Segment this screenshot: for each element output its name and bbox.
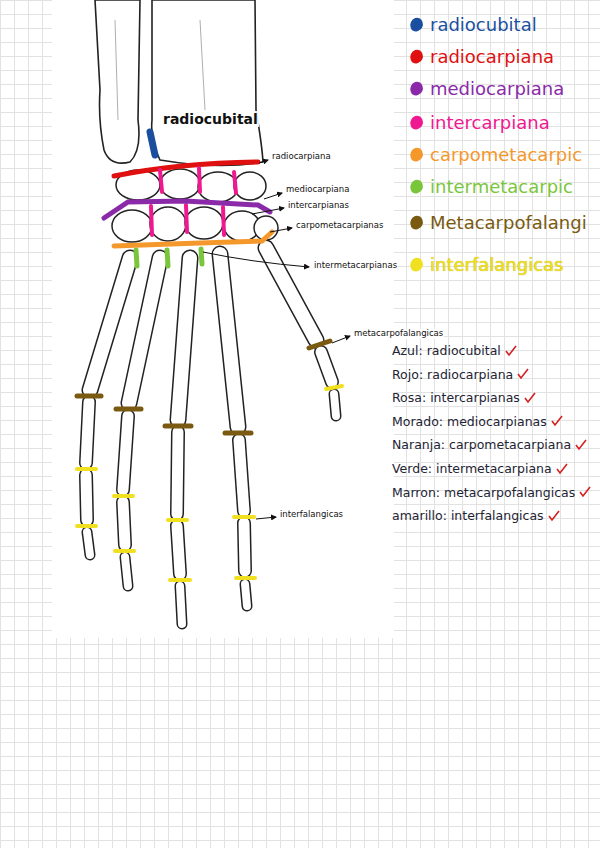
legend-swatch [408,16,425,33]
note-row: Marron: metacarpofalangicas [392,485,591,500]
note-text: Naranja: carpometacarpiana [392,437,571,452]
check-mark [524,392,536,404]
note-text: Verde: intermetacarpiana [392,461,552,476]
note-text: Morado: mediocarpianas [392,414,547,429]
note-row: Azul: radiocubital [392,343,517,358]
legend-row: intermetacarpic [410,176,573,197]
legend-text: Metacarpofalangi [430,212,587,233]
note-text: Rosa: intercarpianas [392,390,520,405]
note-text: Rojo: radiocarpiana [392,367,513,382]
legend-text: radiocubital [430,14,537,35]
legend-swatch [408,48,425,65]
note-row: Rosa: intercarpianas [392,390,536,405]
legend-text: intermetacarpic [430,176,573,197]
legend-row: interfalangicas [410,254,563,275]
legend-swatch [408,114,425,131]
legend-row: Metacarpofalangi [410,212,587,233]
note-row: Verde: intermetacarpiana [392,461,568,476]
part-label: radiocubital [162,111,259,127]
check-mark [505,345,517,357]
legend-swatch [408,214,425,231]
part-label: intercarpianas [287,201,350,211]
note-text: amarillo: interfalangicas [392,508,544,523]
legend-text: mediocarpiana [430,78,564,99]
part-label: metacarpofalangicas [353,329,444,339]
check-mark [517,368,529,380]
legend-text: carpometacarpic [430,144,582,165]
legend-swatch [408,146,425,163]
note-text: Marron: metacarpofalangicas [392,485,575,500]
legend-swatch [408,178,425,195]
note-row: Rojo: radiocarpiana [392,367,529,382]
note-text: Azul: radiocubital [392,343,501,358]
legend-row: mediocarpiana [410,78,564,99]
check-mark [548,510,560,522]
check-mark [579,486,591,498]
part-label: intermetacarpianas [313,261,398,271]
legend-swatch [408,256,425,273]
legend-swatch [408,80,425,97]
check-mark [551,415,563,427]
legend-row: radiocarpiana [410,46,554,67]
check-mark [556,463,568,475]
part-label: interfalangicas [279,510,344,520]
legend-text: interfalangicas [430,254,563,275]
part-label: carpometacarpianas [295,221,384,231]
check-mark [575,439,587,451]
part-label: radiocarpiana [271,152,332,162]
legend-text: radiocarpiana [430,46,554,67]
note-row: Morado: mediocarpianas [392,414,563,429]
legend-row: carpometacarpic [410,144,582,165]
legend-row: radiocubital [410,14,537,35]
note-row: amarillo: interfalangicas [392,508,560,523]
legend-row: intercarpiana [410,112,550,133]
note-row: Naranja: carpometacarpiana [392,437,587,452]
legend-text: intercarpiana [430,112,550,133]
part-label: mediocarpiana [285,185,350,195]
